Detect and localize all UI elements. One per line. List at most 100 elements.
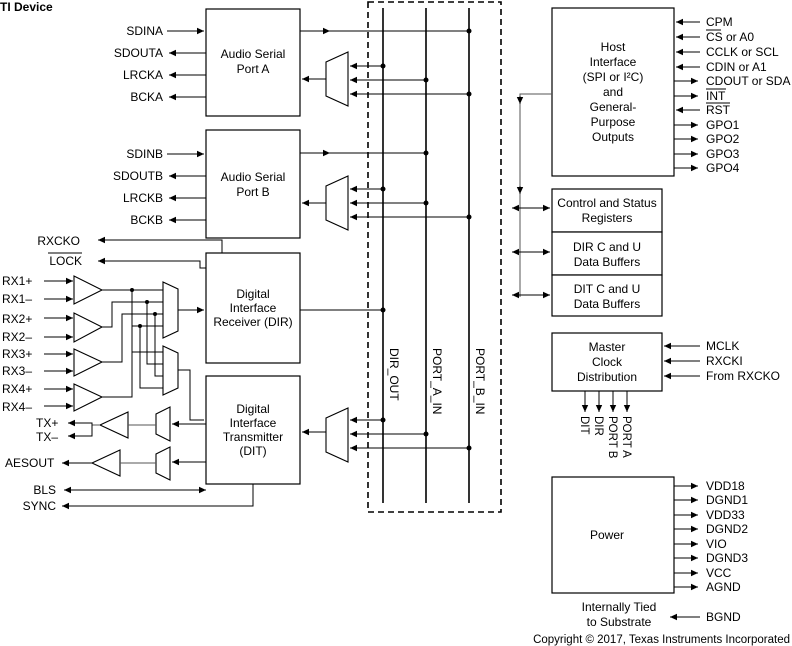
pin-vcc: VCC [706, 566, 732, 580]
power-label: Power [590, 528, 624, 542]
dirbuf-label-2: Data Buffers [574, 255, 640, 269]
dit-label-4: (DIT) [239, 444, 266, 458]
dit-label-3: Transmitter [223, 430, 283, 444]
pin-rx2p: RX2+ [2, 312, 32, 326]
dirbuf-label-1: DIR C and U [573, 240, 641, 254]
rx-buffer-1 [73, 275, 104, 305]
pin-rst: RST [706, 103, 731, 117]
dit-block [205, 375, 301, 485]
pin-rx4n: RX4– [2, 400, 32, 414]
bus-region [367, 1, 502, 513]
aesout-mux [155, 446, 171, 481]
mux-port-b [325, 175, 349, 231]
dit-label-1: Digital [236, 402, 269, 416]
ctrl-label-2: Registers [582, 211, 633, 225]
asp-a-label-1: Audio Serial [221, 47, 286, 61]
pin-rx4p: RX4+ [2, 382, 32, 396]
pin-lock: LOCK [49, 254, 82, 268]
pin-mclk: MCLK [706, 339, 739, 353]
bus-label-port-b-in: PORT_B_IN [473, 348, 487, 414]
host-label-2: Interface [590, 55, 637, 69]
dir-input-mux [162, 281, 179, 339]
pin-bls: BLS [33, 483, 56, 497]
pin-rx3n: RX3– [2, 364, 32, 378]
pin-dgnd2: DGND2 [706, 522, 748, 536]
power-block [551, 476, 675, 594]
pin-cclk-scl: CCLK or SCL [706, 45, 779, 59]
power-pin-wires [674, 482, 698, 591]
host-interface-block [551, 7, 675, 177]
pin-lrckb: LRCKB [123, 191, 163, 205]
host-pin-wires [674, 18, 700, 172]
ctrl-label-1: Control and Status [557, 196, 656, 210]
pin-vdd33: VDD33 [706, 508, 745, 522]
pin-txn: TX– [36, 430, 58, 444]
mux-dit [325, 407, 349, 463]
dir-label-2: Interface [230, 301, 277, 315]
asp-a-label-2: Port A [237, 62, 270, 76]
pin-cdin-a1: CDIN or A1 [706, 60, 767, 74]
clk-out-port-b: PORT B [606, 416, 618, 459]
clock-label-2: Clock [592, 355, 623, 369]
clk-out-dit: DIT [578, 416, 590, 435]
copyright-text: Copyright © 2017, Texas Instruments Inco… [533, 634, 790, 646]
pin-rx1n: RX1– [2, 292, 32, 306]
clk-out-dir: DIR [592, 416, 604, 436]
tx-output-mux [155, 406, 171, 442]
pin-vio: VIO [706, 537, 727, 551]
rx-routing [102, 288, 163, 398]
pin-rx3p: RX3+ [2, 347, 32, 361]
host-label-4: and [603, 85, 623, 99]
pin-aesout: AESOUT [5, 456, 55, 470]
ditbuf-label-1: DIT C and U [574, 282, 640, 296]
dit-c-u-buffers-block [551, 274, 663, 317]
pin-lrcka: LRCKA [123, 68, 163, 82]
pin-bgnd: BGND [706, 610, 741, 624]
rx-buffer-4 [73, 383, 104, 412]
asp-b-label-1: Audio Serial [221, 170, 286, 184]
tx-driver [98, 411, 129, 439]
rx-input-wires [44, 277, 73, 410]
bus-label-port-a-in: PORT_A_IN [430, 348, 444, 414]
pin-sync: SYNC [23, 499, 57, 513]
pin-bckb: BCKB [130, 213, 163, 227]
host-label-1: Host [601, 40, 626, 54]
pin-cpm: CPM [706, 15, 733, 29]
audio-serial-port-b-block [205, 129, 301, 239]
pin-txp: TX+ [36, 416, 58, 430]
bus-label-dir-out: DIR_OUT [387, 348, 401, 401]
pin-gpo2: GPO2 [706, 132, 740, 146]
pin-rxcko: RXCKO [37, 234, 80, 248]
host-label-3: (SPI or I²C) [583, 70, 644, 84]
host-label-7: Outputs [592, 130, 634, 144]
pin-gpo4: GPO4 [706, 161, 740, 175]
pin-gpo3: GPO3 [706, 147, 740, 161]
pin-sdouta: SDOUTA [114, 46, 163, 60]
pin-sdina: SDINA [126, 24, 163, 38]
clk-out-port-a: PORT A [620, 416, 632, 458]
pin-bcka: BCKA [130, 90, 163, 104]
pin-sdinb: SDINB [126, 147, 163, 161]
rx-buffer-3 [73, 348, 104, 377]
pin-vdd18: VDD18 [706, 479, 745, 493]
pin-rxcki: RXCKI [706, 354, 743, 368]
substrate-note-1: Internally Tied [582, 600, 657, 614]
aesout-buffer [90, 449, 121, 477]
pin-int: INT [706, 89, 726, 103]
clock-label-3: Distribution [577, 370, 637, 384]
pin-agnd: AGND [706, 580, 741, 594]
dit-clock-mux [162, 345, 179, 396]
pin-cs-a0: CS or A0 [706, 30, 754, 44]
audio-serial-port-a-block [205, 8, 301, 117]
pin-rx2n: RX2– [2, 330, 32, 344]
dir-block [205, 252, 301, 364]
dir-label-1: Digital [236, 287, 269, 301]
asp-b-label-2: Port B [236, 185, 269, 199]
dir-label-3: Receiver (DIR) [213, 315, 292, 329]
host-label-6: Purpose [591, 115, 636, 129]
ditbuf-label-2: Data Buffers [574, 297, 640, 311]
pin-dgnd1: DGND1 [706, 493, 748, 507]
pin-sdoutb: SDOUTB [113, 169, 163, 183]
substrate-note-2: to Substrate [587, 615, 652, 629]
